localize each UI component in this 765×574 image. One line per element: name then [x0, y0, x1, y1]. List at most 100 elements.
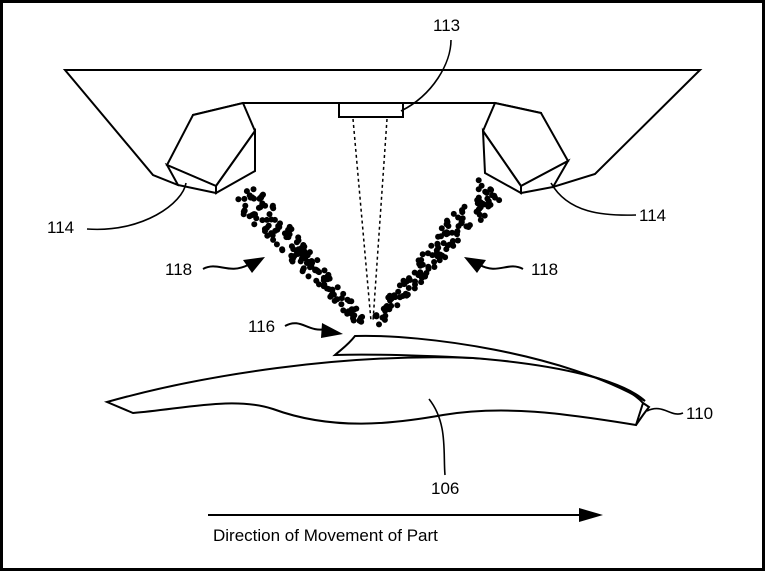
particle: [279, 246, 286, 253]
particle: [262, 202, 269, 209]
particle: [348, 298, 355, 305]
particle: [477, 217, 484, 223]
particle: [438, 225, 445, 232]
particle: [265, 222, 272, 229]
particle: [372, 313, 379, 319]
particle: [380, 305, 387, 312]
particle: [455, 214, 462, 221]
particle: [402, 290, 409, 297]
particle: [412, 281, 418, 288]
particle: [272, 227, 279, 234]
part-tip: [635, 402, 651, 426]
particle: [401, 281, 408, 288]
left-nozzle: [164, 101, 257, 195]
particle: [316, 269, 322, 276]
direction-arrow: [208, 508, 603, 522]
particle: [449, 229, 456, 236]
particle: [436, 257, 443, 264]
particle: [299, 268, 306, 275]
particle: [251, 211, 258, 218]
particle: [307, 264, 313, 271]
particle: [431, 264, 438, 270]
particle: [250, 186, 257, 193]
particle: [264, 232, 271, 239]
particle: [356, 317, 363, 324]
particle: [327, 293, 334, 300]
arrow-116: [284, 322, 343, 338]
leader-110: [646, 407, 684, 415]
particle: [440, 240, 447, 247]
particle: [338, 301, 345, 308]
particle: [257, 204, 264, 211]
particle: [305, 273, 312, 280]
particle: [329, 286, 336, 293]
particle: [273, 241, 280, 248]
particle: [435, 233, 442, 240]
particle: [263, 216, 270, 223]
particle: [481, 212, 488, 219]
part-body-outline: [103, 356, 645, 427]
particle: [419, 251, 426, 258]
particle: [476, 211, 483, 218]
particle: [326, 275, 333, 282]
particle: [425, 263, 432, 270]
beam-left-edge: [352, 118, 372, 322]
leader-114-right: [550, 182, 637, 216]
particle: [385, 294, 392, 301]
particle: [289, 254, 296, 261]
leader-114-left: [86, 182, 187, 231]
particle: [276, 224, 283, 230]
particle: [285, 226, 292, 233]
particle: [243, 188, 250, 195]
particle: [303, 260, 310, 266]
particle: [283, 231, 290, 238]
particle: [259, 217, 266, 224]
particle: [411, 269, 418, 276]
label-118-right: 118: [531, 260, 559, 279]
particle: [241, 207, 248, 214]
particle: [258, 194, 265, 201]
particle: [381, 316, 388, 323]
particle: [270, 236, 277, 243]
particle: [288, 243, 295, 250]
particle: [246, 192, 253, 199]
particle: [269, 202, 276, 209]
particle: [338, 295, 345, 302]
particle: [308, 258, 315, 264]
particle: [334, 284, 341, 291]
deposition-head-housing: [62, 69, 703, 189]
label-114-left: 114: [47, 218, 75, 237]
arrow-118-left: [202, 257, 265, 273]
particle: [418, 274, 425, 281]
particle: [266, 211, 273, 218]
particle-stream-left: [235, 186, 366, 325]
particle: [344, 310, 351, 317]
particle: [388, 302, 395, 309]
particle: [321, 267, 328, 274]
particle: [334, 296, 341, 303]
particle: [443, 231, 450, 238]
beam-right-edge: [372, 118, 388, 322]
particle: [295, 246, 302, 253]
particle: [302, 250, 309, 257]
label-118-left: 118: [165, 260, 193, 279]
direction-caption: Direction of Movement of Part: [213, 526, 438, 545]
particle: [251, 221, 258, 228]
particle: [235, 196, 242, 203]
particle: [454, 231, 460, 238]
particle: [353, 305, 360, 312]
particle: [297, 258, 304, 265]
particle: [443, 221, 450, 228]
particle: [313, 277, 320, 284]
particle: [405, 285, 412, 291]
particle: [417, 260, 424, 267]
deposition-diagram: [62, 39, 703, 522]
particle: [340, 307, 347, 314]
label-113: 113: [433, 16, 461, 35]
particle: [458, 219, 465, 226]
particle: [465, 224, 472, 230]
particle: [482, 188, 489, 195]
particle: [351, 312, 358, 319]
particle: [488, 187, 495, 193]
